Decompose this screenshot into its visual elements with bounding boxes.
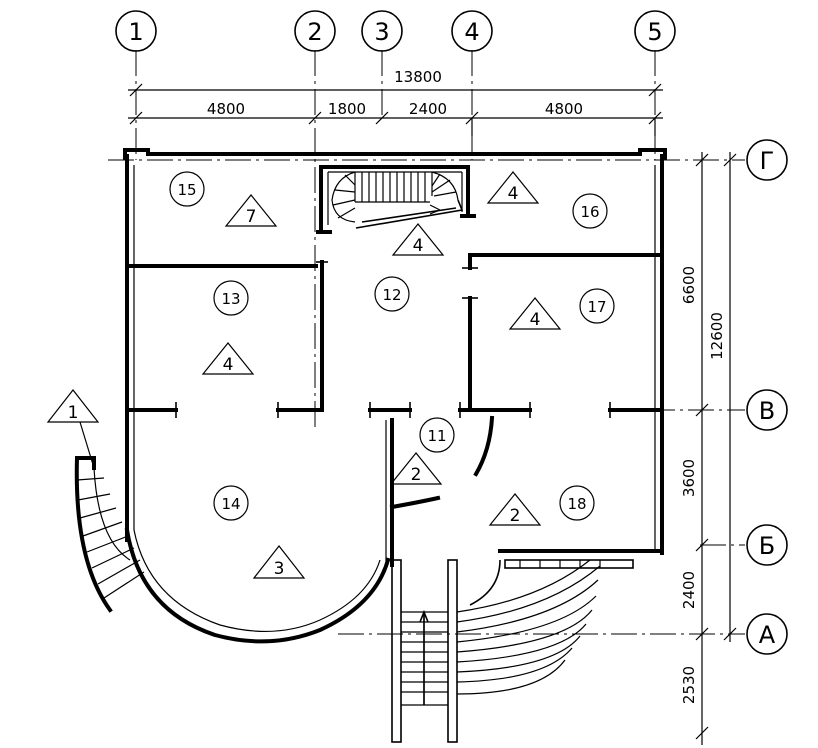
svg-text:Б: Б bbox=[759, 532, 775, 560]
axis-bubble-1: 1 bbox=[115, 10, 157, 52]
svg-text:1: 1 bbox=[68, 403, 79, 423]
room-number-16: 16 bbox=[572, 193, 608, 229]
triangle-mark-4-top-right: 4 bbox=[486, 171, 540, 204]
svg-text:4800: 4800 bbox=[545, 100, 583, 118]
dimension-right-chain: 6600 3600 2400 2530 bbox=[680, 152, 709, 745]
svg-text:А: А bbox=[759, 621, 776, 649]
axis-bubble-V: В bbox=[746, 389, 788, 431]
svg-text:4: 4 bbox=[530, 310, 541, 330]
svg-text:1: 1 bbox=[128, 18, 143, 46]
svg-text:16: 16 bbox=[580, 203, 599, 221]
svg-text:2: 2 bbox=[307, 18, 322, 46]
axis-bubble-4: 4 bbox=[451, 10, 493, 52]
room-number-18: 18 bbox=[559, 485, 595, 521]
room-number-11: 11 bbox=[419, 417, 455, 453]
triangle-mark-3: 3 bbox=[252, 545, 306, 579]
svg-text:3: 3 bbox=[374, 18, 389, 46]
svg-text:Г: Г bbox=[760, 147, 775, 175]
entrance-stair bbox=[391, 559, 634, 743]
room-number-17: 17 bbox=[579, 288, 615, 324]
outer-walls bbox=[123, 148, 667, 644]
axis-bubble-5: 5 bbox=[634, 10, 676, 52]
svg-text:2: 2 bbox=[510, 506, 521, 526]
svg-text:12: 12 bbox=[382, 286, 401, 304]
axis-grid-lines bbox=[108, 50, 745, 635]
room-number-12: 12 bbox=[374, 276, 410, 312]
dimension-right-total: 12600 bbox=[708, 152, 737, 642]
svg-text:2400: 2400 bbox=[409, 100, 447, 118]
svg-text:5: 5 bbox=[647, 18, 662, 46]
svg-text:2: 2 bbox=[411, 465, 422, 485]
svg-text:7: 7 bbox=[246, 207, 257, 227]
interior-walls bbox=[128, 214, 662, 510]
svg-text:15: 15 bbox=[177, 181, 196, 199]
svg-text:12600: 12600 bbox=[708, 312, 726, 360]
triangle-mark-4-stair: 4 bbox=[391, 223, 445, 256]
svg-text:14: 14 bbox=[221, 495, 240, 513]
axis-bubble-B: Б bbox=[746, 524, 788, 566]
svg-text:4: 4 bbox=[223, 355, 234, 375]
svg-text:3600: 3600 bbox=[680, 459, 698, 497]
dimension-top-chain: 4800 1800 2400 4800 bbox=[128, 100, 663, 136]
svg-text:4: 4 bbox=[413, 236, 424, 256]
triangle-mark-4-room-13: 4 bbox=[201, 342, 255, 375]
svg-text:18: 18 bbox=[567, 495, 586, 513]
triangle-mark-7: 7 bbox=[224, 194, 278, 227]
axis-bubble-G: Г bbox=[746, 139, 788, 181]
svg-text:11: 11 bbox=[427, 427, 446, 445]
svg-text:В: В bbox=[759, 397, 775, 425]
svg-text:1800: 1800 bbox=[328, 100, 366, 118]
svg-text:13: 13 bbox=[221, 290, 240, 308]
svg-text:4: 4 bbox=[464, 18, 479, 46]
triangle-mark-4-room-17: 4 bbox=[508, 297, 562, 330]
svg-text:2530: 2530 bbox=[680, 666, 698, 704]
svg-text:6600: 6600 bbox=[680, 266, 698, 304]
svg-text:13800: 13800 bbox=[394, 68, 442, 86]
triangle-mark-2-room-18: 2 bbox=[488, 493, 542, 526]
axis-bubble-2: 2 bbox=[294, 10, 336, 52]
svg-text:4800: 4800 bbox=[207, 100, 245, 118]
left-exterior-stair bbox=[74, 456, 145, 613]
svg-text:17: 17 bbox=[587, 298, 606, 316]
triangle-mark-2-room-11: 2 bbox=[389, 452, 443, 485]
svg-text:4: 4 bbox=[508, 184, 519, 204]
svg-text:3: 3 bbox=[274, 559, 285, 579]
dimension-top-total: 13800 bbox=[128, 68, 663, 97]
svg-text:2400: 2400 bbox=[680, 571, 698, 609]
axis-bubble-A: А bbox=[746, 613, 788, 655]
room-number-13: 13 bbox=[213, 280, 249, 316]
triangle-mark-1: 1 bbox=[46, 389, 100, 469]
room-number-14: 14 bbox=[213, 485, 249, 521]
interior-stair bbox=[319, 165, 470, 232]
axis-bubble-3: 3 bbox=[361, 10, 403, 52]
room-number-15: 15 bbox=[169, 171, 205, 207]
